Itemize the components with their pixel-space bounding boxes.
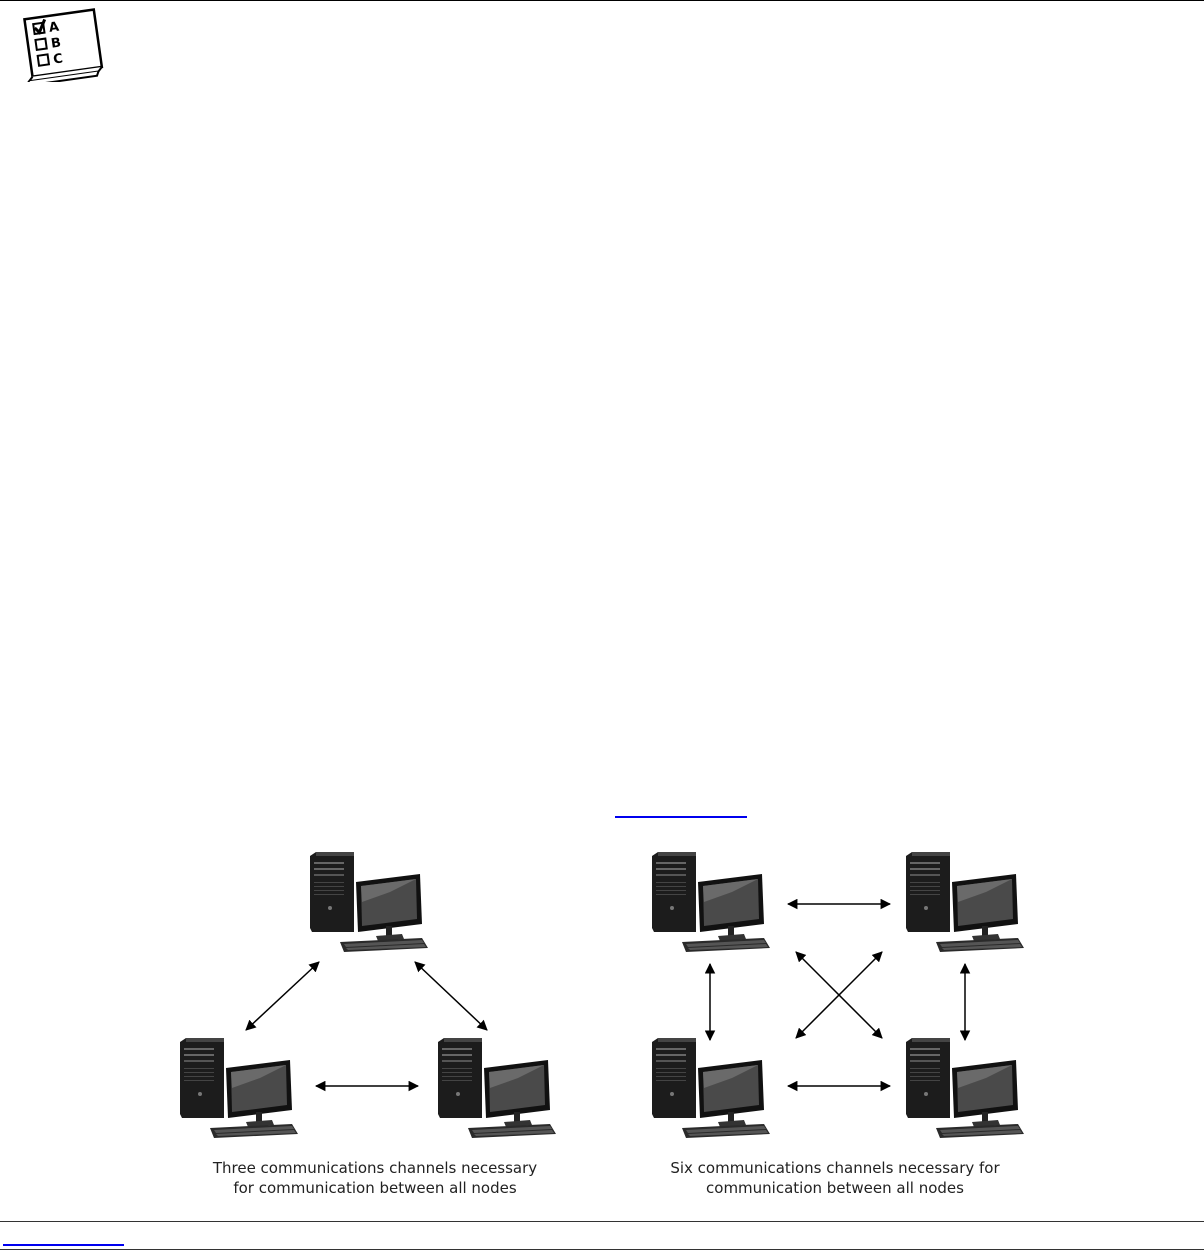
channel-arrow-diagonal-up bbox=[795, 951, 883, 1039]
right-caption-line-1: Six communications channels necessary fo… bbox=[670, 1159, 1000, 1177]
footnote-link[interactable] bbox=[3, 1244, 124, 1246]
left-caption-line-2: for communication between all nodes bbox=[233, 1179, 517, 1197]
right-diagram-caption: Six communications channels necessary fo… bbox=[642, 1158, 1028, 1198]
top-rule bbox=[0, 0, 1204, 1]
checklist-letter-a: A bbox=[48, 20, 60, 36]
checklist-letter-b: B bbox=[50, 35, 62, 51]
channel-arrow-top-to-bottomleft bbox=[245, 961, 320, 1031]
left-caption-line-1: Three communications channels necessary bbox=[212, 1159, 538, 1177]
computer-top-right-right-diagram bbox=[906, 852, 1024, 952]
computer-bottom-right-right-diagram bbox=[906, 1038, 1024, 1138]
figure-reference-link[interactable] bbox=[615, 816, 747, 818]
computer-bottom-right-left-diagram bbox=[438, 1038, 556, 1138]
exam-tip-checklist-icon: A B C bbox=[23, 8, 104, 82]
bottom-rule bbox=[0, 1249, 1204, 1250]
computer-bottom-left-left-diagram bbox=[180, 1038, 298, 1138]
channel-arrow-top-to-bottomright bbox=[414, 961, 488, 1031]
computer-top-left-diagram bbox=[310, 852, 428, 952]
right-caption-line-2: communication between all nodes bbox=[706, 1179, 964, 1197]
footer-divider bbox=[0, 1221, 1204, 1222]
computer-bottom-left-right-diagram bbox=[652, 1038, 770, 1138]
computer-top-left-right-diagram bbox=[652, 852, 770, 952]
checklist-letter-c: C bbox=[52, 51, 64, 67]
left-diagram-caption: Three communications channels necessary … bbox=[182, 1158, 568, 1198]
